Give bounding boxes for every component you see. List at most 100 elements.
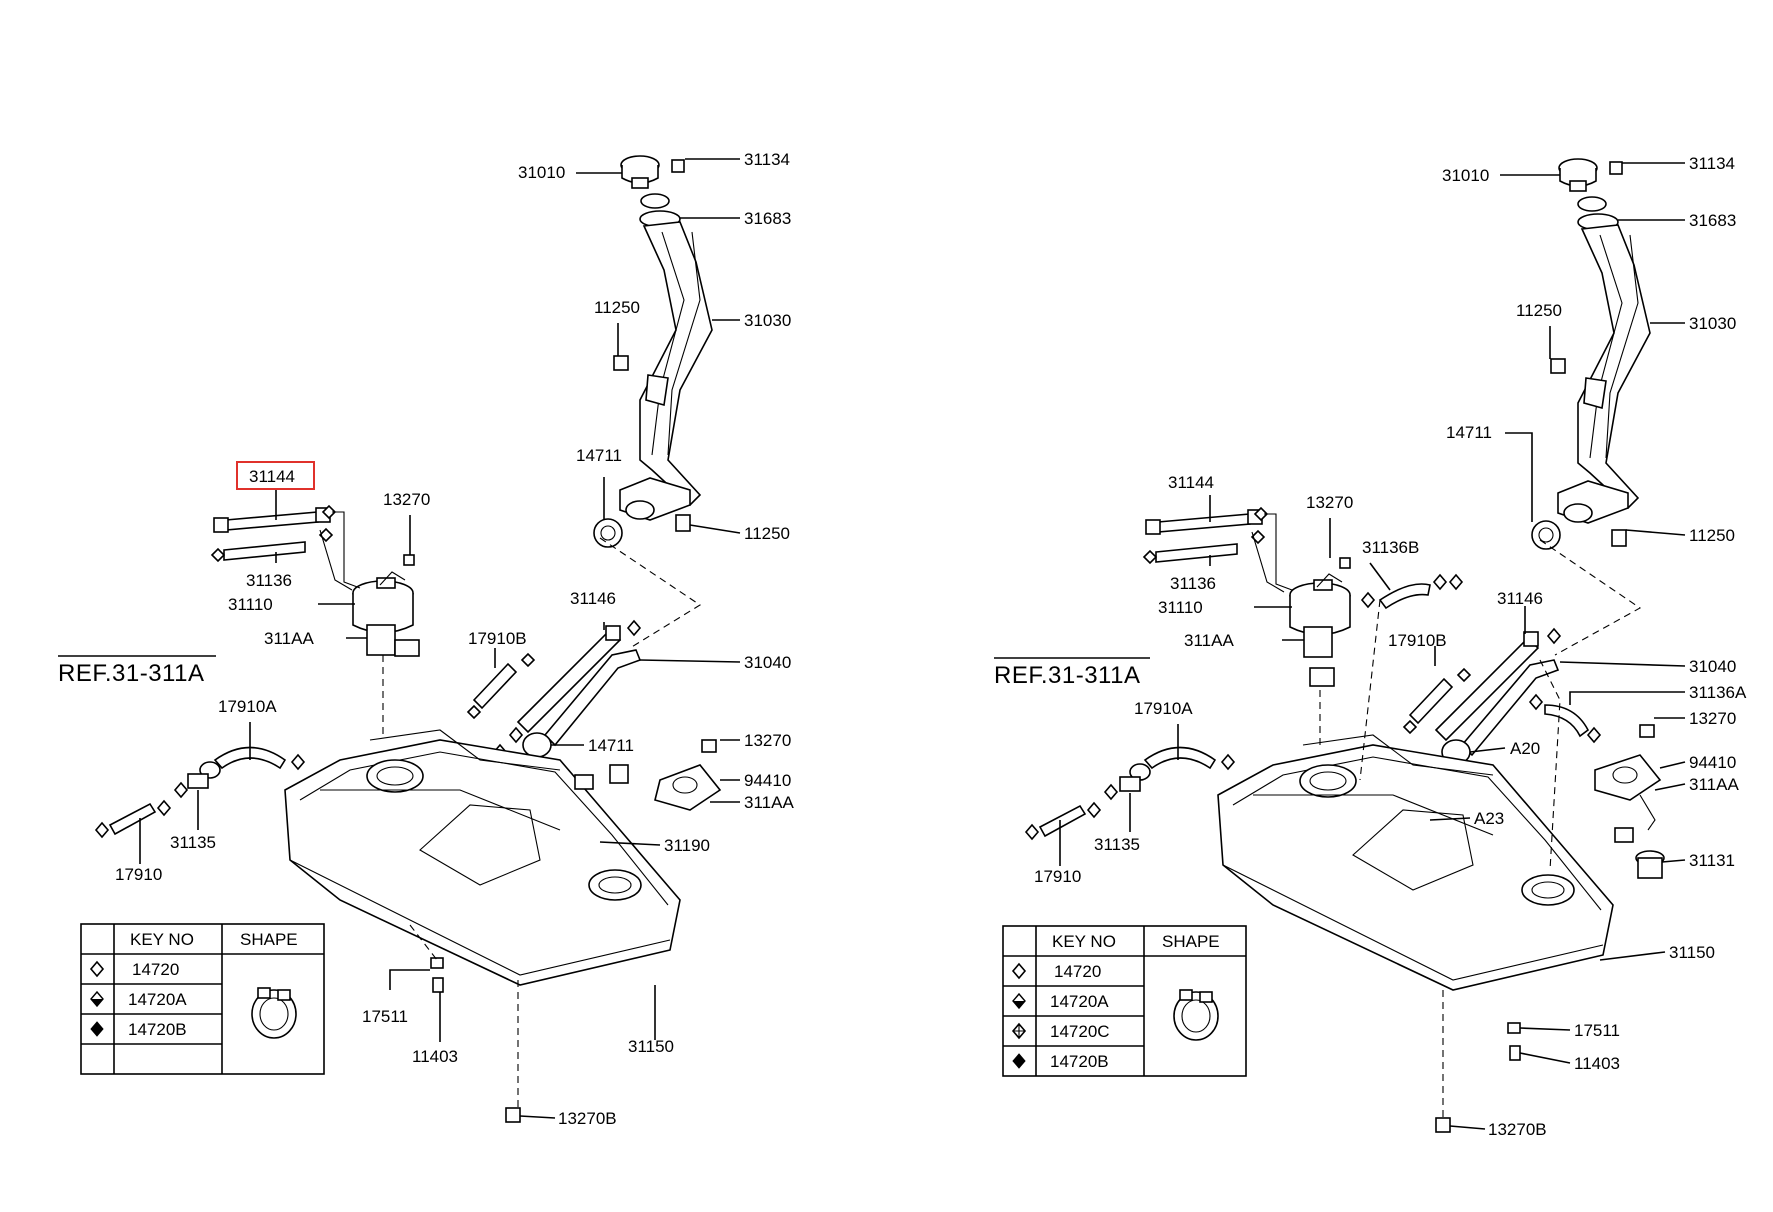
right-label-31040: 31040 bbox=[1689, 657, 1736, 676]
right-key-row-1: 14720 bbox=[1054, 962, 1101, 981]
left-fuel-tank bbox=[284, 729, 722, 986]
left-key-row-3: 14720B bbox=[128, 1020, 187, 1039]
left-label-31110: 31110 bbox=[228, 595, 273, 614]
right-key-row-2: 14720A bbox=[1050, 992, 1109, 1011]
right-canister-line bbox=[1024, 746, 1236, 841]
left-fuel-pump bbox=[352, 554, 420, 657]
right-label-17910A: 17910A bbox=[1134, 699, 1193, 718]
right-label-31136A: 31136A bbox=[1689, 683, 1747, 702]
right-label-31136: 31136 bbox=[1170, 574, 1216, 593]
left-filler-neck bbox=[593, 155, 713, 548]
left-label-31030: 31030 bbox=[744, 311, 791, 330]
left-label-31010: 31010 bbox=[518, 163, 565, 182]
left-key-row-1: 14720 bbox=[132, 960, 179, 979]
left-label-31144: 31144 bbox=[249, 467, 295, 486]
left-label-31150: 31150 bbox=[628, 1037, 674, 1056]
right-label-31135: 31135 bbox=[1094, 835, 1140, 854]
right-label-13270-upper: 13270 bbox=[1306, 493, 1353, 512]
right-key-table: KEY NO SHAPE 14720 14720A 14720C 14720B bbox=[1002, 925, 1247, 1077]
left-label-17910A: 17910A bbox=[218, 697, 277, 716]
right-label-13270B: 13270B bbox=[1488, 1120, 1547, 1139]
left-label-17910B: 17910B bbox=[468, 629, 527, 648]
left-label-31040: 31040 bbox=[744, 653, 791, 672]
right-fuel-tank bbox=[1217, 724, 1665, 991]
left-label-14711-lower: 14711 bbox=[588, 736, 634, 755]
left-label-31146: 31146 bbox=[570, 589, 616, 608]
left-labels: 31010 31134 31683 11250 31030 14711 3114… bbox=[58, 150, 794, 1128]
left-label-17511: 17511 bbox=[362, 1007, 408, 1026]
right-label-31150: 31150 bbox=[1669, 943, 1715, 962]
right-label-31146: 31146 bbox=[1497, 589, 1543, 608]
left-label-31134: 31134 bbox=[744, 150, 790, 169]
right-labels: 31010 31134 31683 11250 31030 14711 3114… bbox=[994, 154, 1747, 1139]
open-diamond-icon bbox=[89, 960, 105, 978]
right-label-17511: 17511 bbox=[1574, 1021, 1620, 1040]
right-label-311AA-upper: 311AA bbox=[1184, 631, 1234, 650]
right-label-17910B: 17910B bbox=[1388, 631, 1447, 650]
left-canister-line bbox=[94, 746, 306, 839]
right-drain-parts bbox=[1435, 1022, 1521, 1133]
left-label-13270B: 13270B bbox=[558, 1109, 617, 1128]
left-key-header-shape: SHAPE bbox=[240, 930, 298, 949]
right-label-A23: A23 bbox=[1474, 809, 1504, 828]
right-hoses bbox=[1142, 506, 1464, 610]
half-diamond-fill-icon bbox=[1013, 1001, 1025, 1008]
left-label-17910: 17910 bbox=[115, 865, 162, 884]
right-key-row-4: 14720B bbox=[1050, 1052, 1109, 1071]
left-guide-lines bbox=[382, 537, 702, 1110]
right-label-11403: 11403 bbox=[1574, 1054, 1620, 1073]
left-label-11250-lower: 11250 bbox=[744, 524, 790, 543]
right-label-94410: 94410 bbox=[1689, 753, 1736, 772]
right-label-31110: 31110 bbox=[1158, 598, 1203, 617]
right-guide-lines bbox=[1319, 539, 1642, 1120]
right-fuel-pump bbox=[1289, 557, 1351, 687]
filled-diamond-icon bbox=[1012, 1053, 1026, 1069]
left-label-94410: 94410 bbox=[744, 771, 791, 790]
right-key-header-shape: SHAPE bbox=[1162, 932, 1220, 951]
left-hoses bbox=[210, 504, 361, 591]
left-label-311AA-lower: 311AA bbox=[744, 793, 794, 812]
right-filler-neck bbox=[1531, 158, 1651, 550]
right-label-311AA-lower: 311AA bbox=[1689, 775, 1739, 794]
left-label-11250-upper: 11250 bbox=[594, 298, 640, 317]
hose-clamp-icon bbox=[251, 987, 297, 1039]
hose-clamp-icon bbox=[1173, 989, 1219, 1041]
right-label-31030: 31030 bbox=[1689, 314, 1736, 333]
right-label-31131: 31131 bbox=[1689, 851, 1735, 870]
left-31144-highlight bbox=[236, 461, 315, 490]
right-key-header-key: KEY NO bbox=[1052, 932, 1116, 951]
right-label-31134: 31134 bbox=[1689, 154, 1735, 173]
right-leader-lines bbox=[1059, 162, 1686, 1130]
right-label-14711: 14711 bbox=[1446, 423, 1492, 442]
open-diamond-icon bbox=[1011, 962, 1027, 980]
left-key-row-2: 14720A bbox=[128, 990, 187, 1009]
right-diagram: 31010 31134 31683 11250 31030 14711 3114… bbox=[994, 154, 1747, 1139]
right-ref-label: REF.31-311A bbox=[994, 662, 1140, 689]
left-label-13270-upper: 13270 bbox=[383, 490, 430, 509]
left-label-11403: 11403 bbox=[412, 1047, 458, 1066]
left-label-31190: 31190 bbox=[664, 836, 710, 855]
left-drain-parts bbox=[430, 739, 717, 1123]
left-label-31136: 31136 bbox=[246, 571, 292, 590]
right-label-11250-upper: 11250 bbox=[1516, 301, 1562, 320]
left-label-14711-upper: 14711 bbox=[576, 446, 622, 465]
left-ref-label: REF.31-311A bbox=[58, 660, 204, 687]
right-key-row-3: 14720C bbox=[1050, 1022, 1110, 1041]
right-label-31683: 31683 bbox=[1689, 211, 1736, 230]
half-diamond-fill-icon bbox=[91, 999, 103, 1006]
right-label-31136B: 31136B bbox=[1362, 538, 1419, 557]
left-diagram: 31010 31134 31683 11250 31030 14711 3114… bbox=[58, 150, 794, 1128]
right-label-17910: 17910 bbox=[1034, 867, 1081, 886]
right-label-13270-lower: 13270 bbox=[1689, 709, 1736, 728]
right-label-11250-lower: 11250 bbox=[1689, 526, 1735, 545]
left-leader-lines bbox=[139, 158, 741, 1119]
left-label-31683: 31683 bbox=[744, 209, 791, 228]
right-label-31144: 31144 bbox=[1168, 473, 1214, 492]
left-label-31135: 31135 bbox=[170, 833, 216, 852]
right-label-A20: A20 bbox=[1510, 739, 1540, 758]
left-key-header-key: KEY NO bbox=[130, 930, 194, 949]
right-label-31010: 31010 bbox=[1442, 166, 1489, 185]
left-label-311AA-upper: 311AA bbox=[264, 629, 314, 648]
left-key-table: KEY NO SHAPE 14720 14720A 14720B bbox=[80, 923, 325, 1075]
